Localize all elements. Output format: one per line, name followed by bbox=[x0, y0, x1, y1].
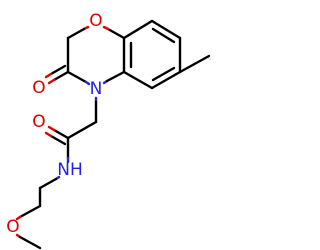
amide-co-bond-a-red bbox=[47, 125, 56, 132]
ketone-bond-a bbox=[52, 70, 70, 82]
bond-n4-c4a bbox=[105, 70, 126, 83]
bond-nh-ch2 bbox=[38, 177, 58, 190]
bond-c8a-c8 bbox=[122, 19, 154, 40]
ketone-bond-a-red bbox=[47, 78, 56, 85]
amide-oxygen-label: O bbox=[32, 112, 45, 132]
bond-o1-c8a-red bbox=[102, 25, 110, 31]
ring-oxygen-label: O bbox=[89, 11, 102, 31]
amide-co-bond-b-red bbox=[44, 131, 53, 138]
chemical-structure-diagram: O O N O NH O bbox=[6, 11, 211, 250]
amide-co-bond-b bbox=[49, 134, 67, 146]
bond-c8-c7-inner bbox=[151, 27, 176, 44]
acetamide-side-chain bbox=[44, 96, 98, 164]
bond-o1-c2 bbox=[66, 27, 86, 40]
ketone-oxygen-label: O bbox=[32, 78, 45, 98]
atom-labels: O O N O NH O bbox=[6, 11, 102, 237]
amide-co-bond-a bbox=[52, 128, 70, 140]
bond-c6-c5 bbox=[150, 70, 182, 90]
bond-c3-n4 bbox=[66, 70, 88, 84]
amide-nh-label: NH bbox=[57, 160, 83, 180]
bond-c8-c7 bbox=[150, 19, 182, 40]
oxazinone-ring bbox=[66, 25, 126, 86]
ether-oxygen-label: O bbox=[6, 217, 19, 237]
bond-c8a-o1 bbox=[106, 27, 126, 40]
bond-ch2-camide bbox=[66, 120, 98, 140]
bond-oether-ch3 bbox=[18, 235, 42, 250]
bond-ch2-oether bbox=[18, 204, 42, 219]
bond-c3-n4-blue bbox=[84, 80, 91, 86]
ring-nitrogen-label: N bbox=[90, 79, 103, 99]
ketone-group bbox=[44, 64, 70, 85]
ketone-bond-b bbox=[49, 64, 67, 76]
methyl-bond bbox=[178, 54, 211, 74]
benzene-ring bbox=[122, 19, 182, 90]
ketone-bond-b-red bbox=[44, 72, 53, 79]
bond-c6-c5-inner bbox=[151, 66, 176, 82]
bond-c5-c4a bbox=[122, 70, 154, 90]
methoxyethyl-chain bbox=[15, 175, 61, 250]
bond-ch2-oether-red bbox=[15, 215, 22, 221]
